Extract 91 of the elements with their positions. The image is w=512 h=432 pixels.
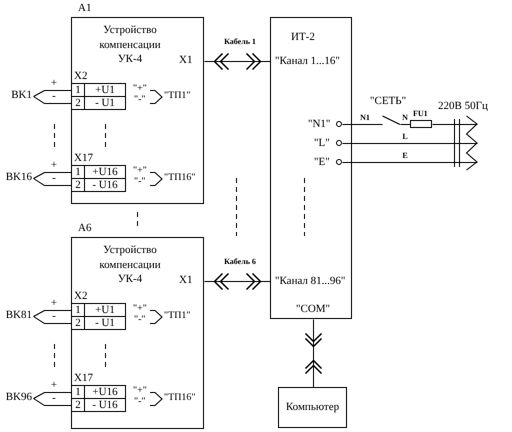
connector-label: X1 xyxy=(179,274,192,287)
wire xyxy=(33,90,72,97)
plug-symbol xyxy=(466,115,478,171)
polarity-label: + xyxy=(50,379,58,391)
fuse-symbol xyxy=(410,120,432,128)
cable-line xyxy=(204,272,271,290)
pin-number-cell: 2 xyxy=(72,178,85,191)
polarity-label: - xyxy=(52,311,56,322)
connector-label: X2 xyxy=(74,290,88,302)
connector-label: X17 xyxy=(74,372,93,384)
wire xyxy=(342,124,383,125)
cable-label: Кабель 6 xyxy=(224,257,256,267)
switch-symbol xyxy=(382,115,400,125)
sensor-label: BK1 xyxy=(11,89,32,102)
pin-number-cell: 2 xyxy=(72,398,85,411)
signal-cell: +U1 xyxy=(85,304,125,316)
wire xyxy=(33,398,72,406)
cable-line xyxy=(204,52,271,70)
connector-label: X1 xyxy=(179,54,192,67)
channel-label: "Канал 1...16" xyxy=(275,55,340,68)
polarity-label: - xyxy=(52,91,56,102)
sensor-label: BK96 xyxy=(6,391,32,404)
signal-cell: +U16 xyxy=(85,166,125,178)
supply-label: 220В 50Гц xyxy=(438,100,488,113)
wire xyxy=(342,143,478,144)
device-block xyxy=(278,387,347,428)
polarity-label: "+" xyxy=(133,303,147,315)
signal-cell-text: - U16 xyxy=(91,178,119,191)
connector-label: X2 xyxy=(74,70,88,82)
wire xyxy=(33,172,72,179)
wire-label: L xyxy=(402,132,408,142)
cable-label: Кабель 1 xyxy=(224,37,256,47)
signal-cell-text: - U1 xyxy=(94,316,116,329)
pin-number-cell: 2 xyxy=(72,96,85,109)
thermocouple-label: "ТП1" xyxy=(164,90,190,102)
terminal-label: "E" xyxy=(314,156,330,169)
signal-cell-text: - U1 xyxy=(94,96,116,109)
wire xyxy=(33,178,72,186)
wire-label: N xyxy=(402,113,408,123)
polarity-label: "-" xyxy=(134,314,146,326)
polarity-label: "-" xyxy=(134,396,146,408)
pin-number-cell: 1 xyxy=(72,84,85,96)
thermocouple-label: "ТП16" xyxy=(164,172,196,184)
thermocouple-label: "ТП16" xyxy=(164,392,196,404)
terminal-circle xyxy=(336,140,342,146)
cable-line xyxy=(304,319,322,388)
pin-number-cell: 1 xyxy=(72,386,85,398)
signal-cell-text: - U16 xyxy=(91,398,119,411)
designator-label: A1 xyxy=(78,2,92,15)
switch-label: "СЕТЬ" xyxy=(370,95,406,108)
device-title: Компьютер xyxy=(286,401,340,414)
device-title: Устройство компенсации УК-4 xyxy=(98,243,162,286)
wire xyxy=(33,310,72,317)
wire xyxy=(432,124,478,125)
terminal-circle xyxy=(336,159,342,165)
channel-label: "Канал 81...96" xyxy=(275,275,346,288)
sensor-label: BK16 xyxy=(6,171,32,184)
terminal-circle xyxy=(336,121,342,127)
polarity-label: "-" xyxy=(134,176,146,188)
wire xyxy=(400,124,411,125)
polarity-label: + xyxy=(50,159,58,171)
wire xyxy=(342,162,478,163)
signal-cell: +U16 xyxy=(85,386,125,398)
pin-number-cell: 2 xyxy=(72,316,85,329)
fuse-label: FU1 xyxy=(413,109,428,119)
wire-label: E xyxy=(402,151,408,161)
port-label: "COM" xyxy=(296,303,330,316)
designator-label: A6 xyxy=(78,222,92,235)
polarity-label: - xyxy=(52,173,56,184)
pin-number-cell: 1 xyxy=(72,166,85,178)
device-block xyxy=(270,17,352,319)
polarity-label: "+" xyxy=(133,83,147,95)
thermocouple-label: "ТП1" xyxy=(164,310,190,322)
polarity-label: "-" xyxy=(134,94,146,106)
connector-label: X17 xyxy=(74,152,93,164)
terminal-label: "L" xyxy=(314,137,330,150)
signal-cell: +U1 xyxy=(85,84,125,96)
polarity-label: - xyxy=(52,393,56,404)
polarity-label: + xyxy=(50,297,58,309)
device-title: Устройство компенсации УК-4 xyxy=(98,23,162,66)
polarity-label: + xyxy=(50,77,58,89)
terminal-label: "N1" xyxy=(308,118,330,131)
wire xyxy=(33,392,72,399)
wire xyxy=(33,316,72,324)
pin-number-cell: 1 xyxy=(72,304,85,316)
wire xyxy=(33,96,72,104)
device-title: ИТ-2 xyxy=(291,31,315,44)
sensor-label: BK81 xyxy=(6,309,32,322)
wire-label: N1 xyxy=(360,113,370,123)
polarity-label: "+" xyxy=(133,385,147,397)
polarity-label: "+" xyxy=(133,165,147,177)
